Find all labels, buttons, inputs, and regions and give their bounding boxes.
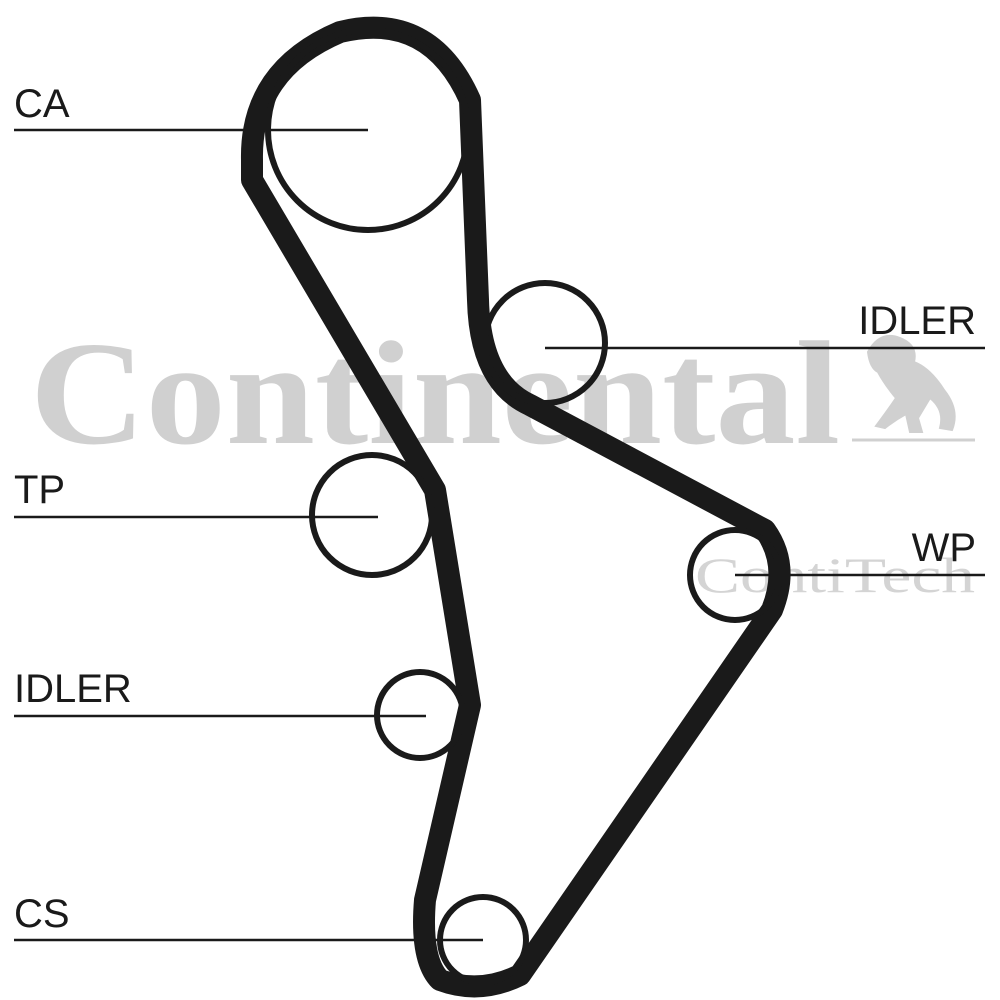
label-tp: TP — [14, 468, 65, 512]
leader-lines — [14, 128, 985, 942]
rearing-horse-icon — [852, 334, 975, 442]
label-wp: WP — [912, 526, 976, 570]
labels: CA IDLER TP WP IDLER CS — [14, 82, 976, 936]
label-idler-bottom: IDLER — [14, 667, 132, 711]
label-cs: CS — [14, 892, 70, 936]
tensioner-pulley — [309, 452, 435, 578]
label-idler-top: IDLER — [858, 299, 976, 343]
label-ca: CA — [14, 82, 70, 126]
timing-belt — [240, 16, 791, 998]
upper-idler-pulley — [482, 280, 608, 406]
watermark-brand: Continental — [30, 312, 840, 476]
watermark: Continental ContiTech — [30, 312, 975, 603]
